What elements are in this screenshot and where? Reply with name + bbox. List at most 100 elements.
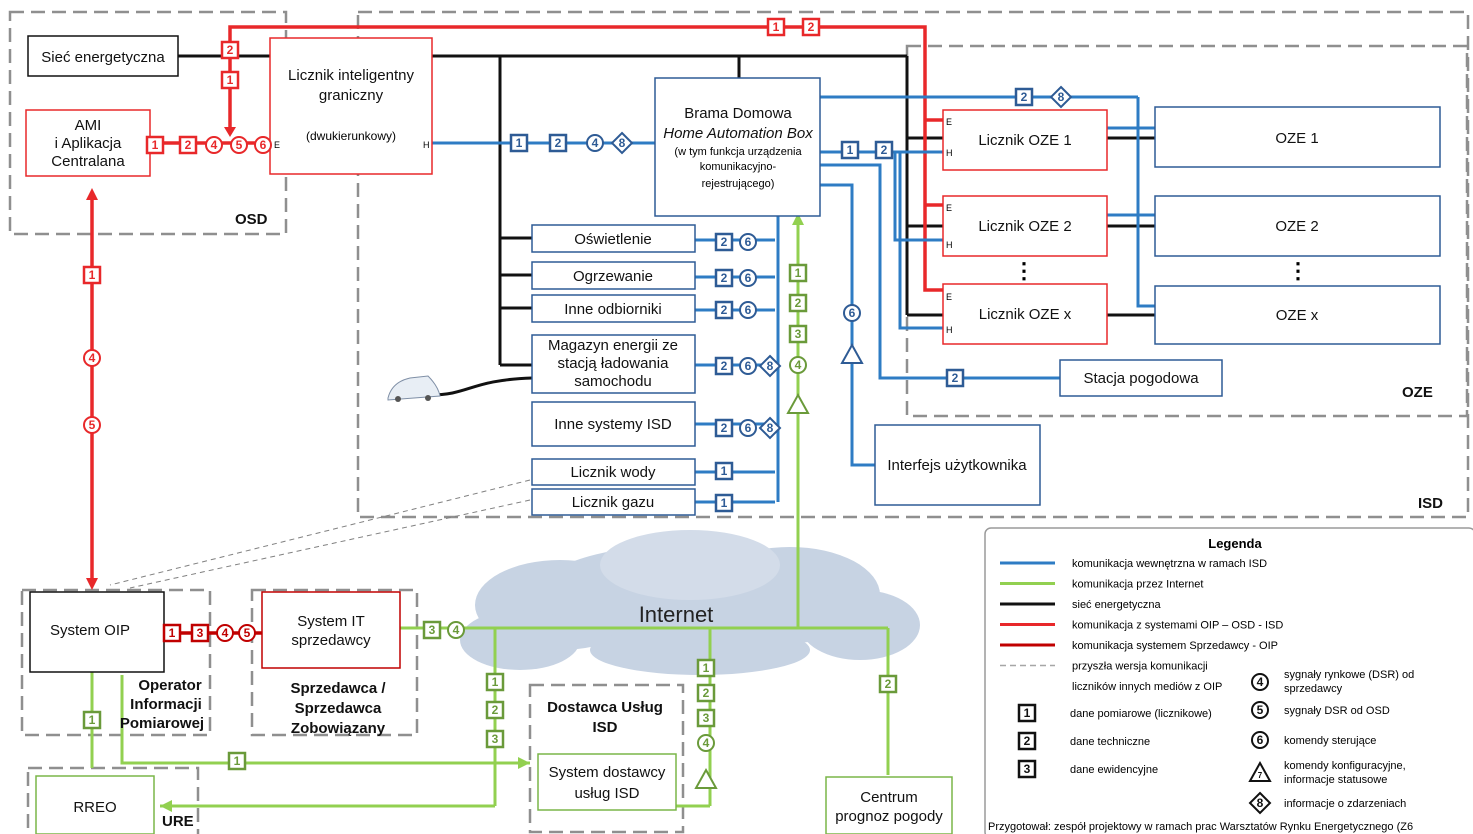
legend: Legenda komunikacja wewnętrzna w ramach … [984,527,1473,834]
magazyn-label: stacją ładowania [558,355,670,372]
legend-type-symbol-label: 3 [1024,762,1031,776]
code-dsr-sprzedawca-label: 4 [453,623,460,637]
code-dsr-sprzedawca: 4 [205,136,223,154]
system-oip-label: System OIP [50,622,130,639]
code-dane-techniczne: 2 [485,700,505,720]
node-ami: AMI i Aplikacja Centralana [25,109,151,177]
legend-type-symbol: 2 [1017,731,1037,751]
code-dane-pomiarowe: 1 [162,623,182,643]
code-dsr-sprzedawca: 4 [789,356,807,374]
code-konfiguracja [786,392,810,414]
code-dane-pomiarowe-label: 1 [89,268,96,282]
osd-label: OSD [235,211,268,228]
node-oswietlenie: Oświetlenie [531,224,696,253]
code-dane-pomiarowe: 1 [788,263,808,283]
brama-label: rejestrującego) [702,178,775,190]
code-konfiguracja [840,342,864,364]
code-dane-pomiarowe-label: 1 [516,136,523,150]
seller-region-label: Sprzedawca / [290,680,386,697]
node-system-dostawcy: System dostawcy usług ISD [537,753,677,811]
code-dane-techniczne: 2 [878,674,898,694]
code-dane-pomiarowe-label: 1 [721,496,728,510]
inne-systemy-label: Inne systemy ISD [554,416,672,433]
oze2-label: OZE 2 [1275,218,1318,235]
dostawca-label: Dostawca Usług [547,699,663,716]
code-dane-pomiarowe: 1 [509,133,529,153]
code-dane-ewidencyjne: 3 [485,729,505,749]
code-dane-techniczne-label: 2 [555,136,562,150]
code-dsr-osd-label: 5 [236,138,243,152]
code-komendy: 6 [739,301,757,319]
code-zdarzenia: 8 [758,354,782,378]
code-dane-techniczne-label: 2 [721,235,728,249]
ogrzewanie-label: Ogrzewanie [573,268,653,285]
licznik-gazu-label: Licznik gazu [572,494,655,511]
stacja-label: Stacja pogodowa [1083,370,1199,387]
code-dane-pomiarowe: 1 [714,493,734,513]
seller-region-label: Zobowiązany [291,720,386,737]
code-komendy-label: 6 [849,306,856,320]
licznik-graniczny-sub: (dwukierunkowy) [306,129,396,143]
node-brama: Brama Domowa Home Automation Box (w tym … [654,77,821,217]
legend-line-label: komunikacja z systemami OIP – OSD - ISD [1072,620,1283,632]
code-dsr-sprzedawca-label: 4 [592,136,599,150]
code-komendy-label: 6 [745,271,752,285]
code-dane-techniczne-label: 2 [721,271,728,285]
code-dane-pomiarowe-label: 1 [234,754,241,768]
code-dsr-osd: 5 [238,624,256,642]
code-dane-ewidencyjne: 3 [422,620,442,640]
code-dane-techniczne: 2 [220,40,240,60]
code-zdarzenia: 8 [1049,85,1073,109]
code-dane-techniczne: 2 [714,300,734,320]
code-dsr-sprzedawca: 4 [83,349,101,367]
magazyn-label: samochodu [574,373,652,390]
code-dsr-sprzedawca-label: 4 [795,358,802,372]
legend-line-label: sieć energetyczna [1072,599,1162,611]
code-dane-pomiarowe-label: 1 [89,713,96,727]
code-dane-pomiarowe-label: 1 [703,661,710,675]
code-dsr-osd: 5 [83,416,101,434]
code-dane-pomiarowe-label: 1 [795,266,802,280]
code-dane-ewidencyjne: 3 [788,324,808,344]
port-e: E [946,292,952,302]
code-dane-techniczne: 2 [714,232,734,252]
code-dane-techniczne-label: 2 [1021,90,1028,104]
blue-lines [432,95,1155,504]
code-komendy-label: 6 [745,303,752,317]
power-lines [178,54,1155,397]
code-dane-techniczne-label: 2 [492,703,499,717]
legend-line-label: liczników innych mediów z OIP [1072,681,1222,693]
code-dane-pomiarowe: 1 [485,672,505,692]
legend-signal-symbol-label: 4 [1257,675,1264,689]
code-dane-pomiarowe: 1 [220,70,240,90]
code-dane-techniczne-label: 2 [795,296,802,310]
code-dane-pomiarowe-label: 1 [169,626,176,640]
code-dane-techniczne-label: 2 [952,371,959,385]
code-zdarzenia-label: 8 [767,359,774,373]
code-zdarzenia-label: 8 [619,136,626,150]
dots-meters: ⋮ [1013,258,1035,283]
port-h: H [946,148,953,158]
code-komendy: 6 [739,269,757,287]
code-dane-techniczne: 2 [1014,87,1034,107]
code-komendy: 6 [739,419,757,437]
car-icon [387,375,441,402]
legend-signal-symbol-label: 7 [1258,771,1263,780]
seller-region-label: Sprzedawca [295,700,382,717]
rreo-label: RREO [73,799,116,816]
code-dane-techniczne-label: 2 [721,421,728,435]
legend-signal-label: sygnały rynkowe (DSR) od [1284,669,1414,681]
code-dane-techniczne-label: 2 [721,359,728,373]
code-dane-pomiarowe-label: 1 [721,464,728,478]
oip-region-label: Pomiarowej [120,715,204,732]
legend-signal-label: komendy konfiguracyjne, [1284,760,1406,772]
node-licznik-ozex: Licznik OZE x [942,283,1108,345]
node-ozex: OZE x [1154,285,1441,345]
legend-line-label: komunikacja przez Internet [1072,579,1203,591]
dostawca-label: ISD [592,719,617,736]
code-komendy: 6 [843,304,861,322]
code-dane-ewidencyjne-label: 3 [197,626,204,640]
code-zdarzenia: 8 [610,131,634,155]
node-stacja: Stacja pogodowa [1059,359,1223,397]
